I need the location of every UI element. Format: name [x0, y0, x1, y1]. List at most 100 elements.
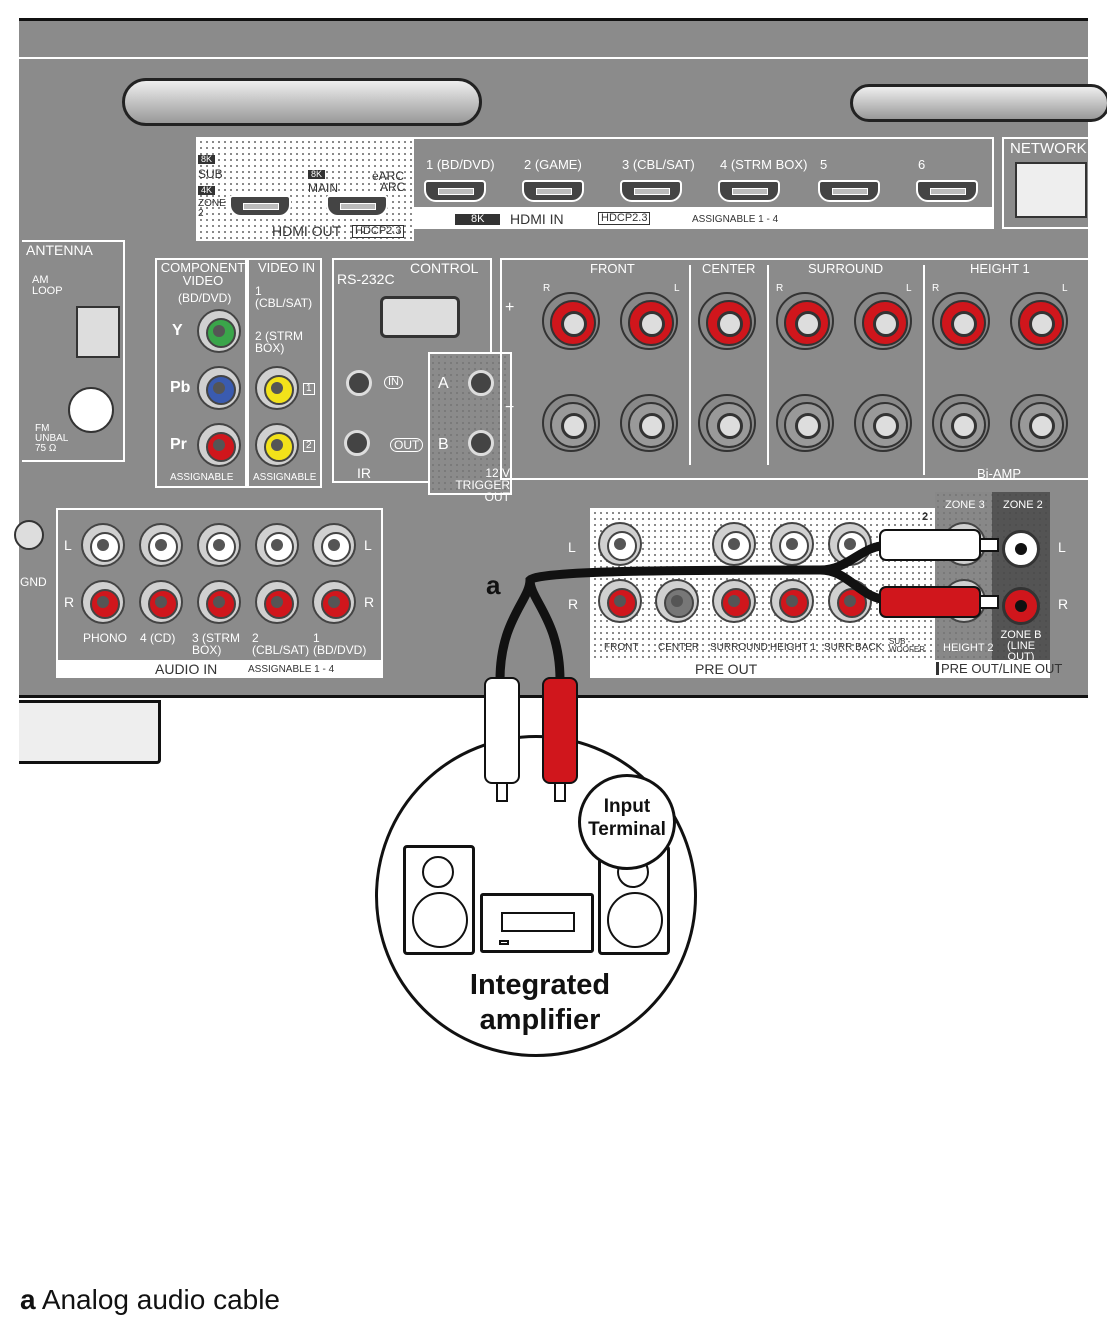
audio-in-label: AUDIO IN [155, 661, 218, 677]
ir-out-jack[interactable] [344, 430, 370, 456]
audio-in-jack[interactable] [255, 580, 299, 624]
hdmi-in-section [414, 137, 994, 209]
badge-8k: 8K [455, 214, 501, 225]
panel-divider [19, 57, 1088, 59]
audio-in-jack[interactable] [81, 580, 125, 624]
video-in-1-jack[interactable] [255, 366, 299, 410]
video-in-label: VIDEO IN [258, 260, 316, 275]
l-label: L [1062, 283, 1068, 294]
trigger-a-label: A [438, 375, 449, 392]
zone2-l-jack[interactable] [1002, 530, 1040, 568]
height1-label: HEIGHT 1 [970, 261, 1030, 276]
speaker-terminal-plus[interactable] [1010, 292, 1068, 350]
fm-label: FM UNBAL 75 Ω [35, 423, 68, 454]
pre-out-jack[interactable] [655, 579, 699, 623]
audio-in-jack[interactable] [197, 523, 241, 567]
front-label: FRONT [590, 261, 635, 276]
speaker-terminal-minus[interactable] [698, 394, 756, 452]
hdmi-in-1-port[interactable] [424, 180, 486, 202]
hdmi-in-3-port[interactable] [620, 180, 682, 202]
front-label: FRONT [604, 642, 639, 653]
gnd-screw[interactable] [14, 520, 44, 550]
pre-out-label: PRE OUT [695, 661, 758, 677]
l-label: L [674, 283, 680, 294]
hdmi-in-3-label: 3 (CBL/SAT) [622, 157, 695, 172]
speaker-terminal-plus[interactable] [854, 292, 912, 350]
center-label: CENTER [702, 261, 756, 276]
l-label: L [64, 537, 72, 553]
speaker-terminal-minus[interactable] [542, 394, 600, 452]
pre-out-jack[interactable] [712, 579, 756, 623]
speaker-terminal-minus[interactable] [776, 394, 834, 452]
trigger-b-jack[interactable] [468, 430, 494, 456]
am-loop-terminal[interactable] [76, 306, 120, 358]
video-in-section [247, 258, 322, 488]
hdmi-in-2-port[interactable] [522, 180, 584, 202]
ir-in-jack[interactable] [346, 370, 372, 396]
am-loop-label: AM LOOP [32, 274, 63, 297]
legend: a Analog audio cable [20, 1286, 280, 1314]
component-pr-jack[interactable] [197, 423, 241, 467]
biamp-label: Bi-AMP [977, 466, 1022, 481]
speaker-terminal-plus[interactable] [776, 292, 834, 350]
speaker-terminal-plus[interactable] [620, 292, 678, 350]
audio-in-jack[interactable] [197, 580, 241, 624]
hdmi-out-sub-port[interactable] [229, 195, 291, 217]
handle-right [850, 84, 1107, 122]
video-in-2-jack[interactable] [255, 423, 299, 467]
rs232c-label: RS-232C [337, 271, 395, 287]
ethernet-port[interactable] [1015, 162, 1087, 218]
video-num-2: 2 [303, 440, 315, 452]
trigger-label: 12 V TRIGGER OUT [455, 466, 510, 504]
zone2-r-jack[interactable] [1002, 587, 1040, 625]
zone2-label: ZONE 2 [198, 198, 226, 219]
speaker-terminal-minus[interactable] [854, 394, 912, 452]
strm-box-label: 3 (STRM BOX) [192, 631, 240, 657]
phono-label: PHONO [83, 631, 128, 645]
pre-out-jack[interactable] [770, 522, 814, 566]
audio-in-jack[interactable] [312, 523, 356, 567]
audio-in-jack[interactable] [312, 580, 356, 624]
hdmi-in-5-port[interactable] [818, 180, 880, 202]
speaker-terminal-plus[interactable] [932, 292, 990, 350]
audio-in-jack[interactable] [139, 523, 183, 567]
l-label: L [906, 283, 912, 294]
hdmi-in-6-port[interactable] [916, 180, 978, 202]
video-in-1-label: 1 (CBL/SAT) [255, 284, 313, 310]
main-label: MAIN [308, 181, 338, 195]
handle-left [122, 78, 482, 126]
hdmi-in-4-port[interactable] [718, 180, 780, 202]
cd-label: 4 (CD) [140, 631, 176, 645]
rs232c-port[interactable] [380, 296, 460, 338]
legend-key: a [20, 1284, 36, 1315]
fm-antenna-jack[interactable] [68, 387, 114, 433]
pre-out-jack[interactable] [598, 522, 642, 566]
network-label: NETWORK [1010, 140, 1087, 157]
r-label: R [776, 283, 784, 294]
hdmi-out-main-port[interactable] [326, 195, 388, 217]
pre-out-jack[interactable] [712, 522, 756, 566]
speaker-terminal-plus[interactable] [698, 292, 756, 350]
badge-4k: 4K [198, 186, 216, 195]
trigger-a-jack[interactable] [468, 370, 494, 396]
audio-in-jack[interactable] [139, 580, 183, 624]
device-name-label: Integrated amplifier [469, 969, 611, 1036]
zone2-column [992, 492, 1050, 660]
hdmi-in-6-label: 6 [918, 157, 926, 172]
audio-in-jack[interactable] [81, 523, 125, 567]
audio-in-jack[interactable] [255, 523, 299, 567]
speaker-terminal-minus[interactable] [932, 394, 990, 452]
speaker-terminal-plus[interactable] [542, 292, 600, 350]
network-section [1002, 137, 1092, 229]
video-in-2-label: 2 (STRM BOX) [255, 329, 303, 355]
component-y-jack[interactable] [197, 309, 241, 353]
hdmi-out-label: HDMI OUT [272, 223, 342, 239]
num-2: 2 [922, 511, 929, 523]
hdcp-badge: HDCP2.3 [352, 225, 405, 238]
pre-out-jack[interactable] [770, 579, 814, 623]
pre-out-jack[interactable] [598, 579, 642, 623]
speaker-terminal-minus[interactable] [1010, 394, 1068, 452]
component-pb-jack[interactable] [197, 366, 241, 410]
r-label: R [932, 283, 940, 294]
speaker-terminal-minus[interactable] [620, 394, 678, 452]
